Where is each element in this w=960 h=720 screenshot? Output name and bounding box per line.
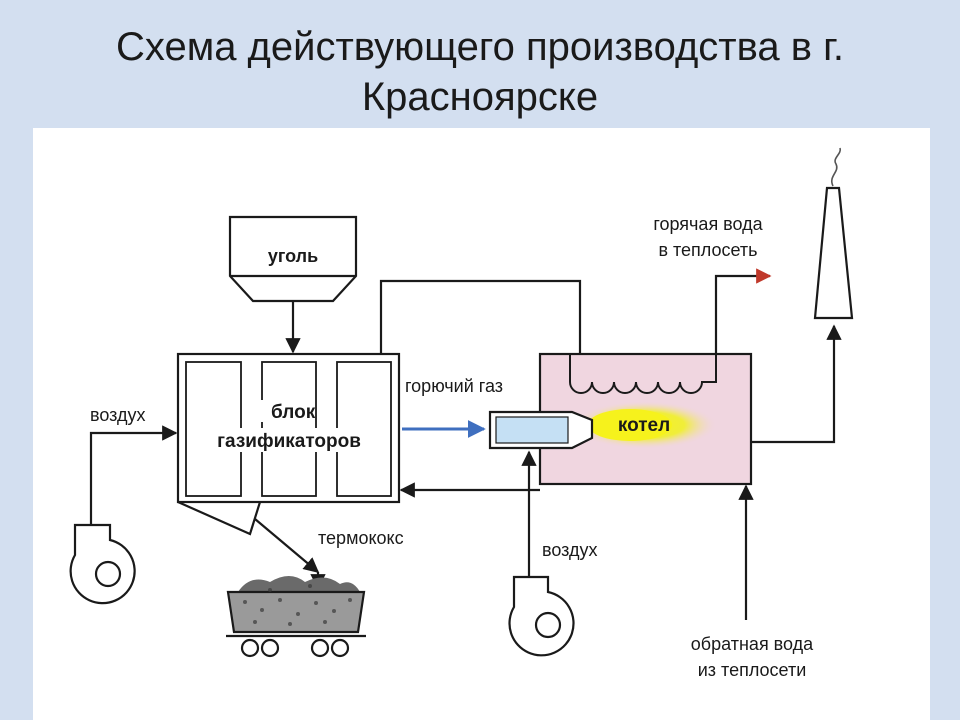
air-left-label: воздух: [90, 405, 146, 425]
hot-water-label-line1: горячая вода: [653, 214, 763, 234]
gasifier-label-line2: газификаторов: [217, 431, 361, 452]
thermocoke-arrow: [254, 518, 320, 573]
hot-water-label-line2: в теплосеть: [658, 240, 757, 260]
air-bottom-label: воздух: [542, 540, 598, 560]
blower-bottom: [508, 575, 575, 657]
hot-water-line: [714, 268, 772, 354]
return-water-label-line1: обратная вода: [691, 634, 814, 654]
combustible-gas-label: горючий газ: [405, 376, 503, 396]
recirculation-line: [379, 279, 582, 354]
burner-nozzle: [488, 410, 594, 450]
flue-gas-line: [751, 324, 842, 444]
air-left-line: [89, 425, 178, 525]
chimney-icon: [813, 147, 854, 320]
coal-hopper: уголь: [228, 215, 358, 303]
return-water-label-line2: из теплосети: [698, 660, 807, 680]
coal-label: уголь: [268, 246, 318, 266]
gasifier-block: блок газификаторов: [176, 352, 401, 504]
gasifier-label-line1: блок: [271, 402, 316, 423]
thermocoke-label: термококс: [318, 528, 404, 548]
fan-blower-icon: [94, 560, 122, 588]
boiler-label: котел: [618, 415, 670, 436]
diagram-panel: [33, 128, 930, 720]
blower-left: [69, 523, 136, 605]
gasifier-outlet: [177, 500, 262, 536]
page-title: Схема действующего производства в г. Кра…: [116, 25, 844, 119]
coke-cart-icon: [226, 576, 366, 658]
fan-blower-icon: [534, 611, 562, 639]
